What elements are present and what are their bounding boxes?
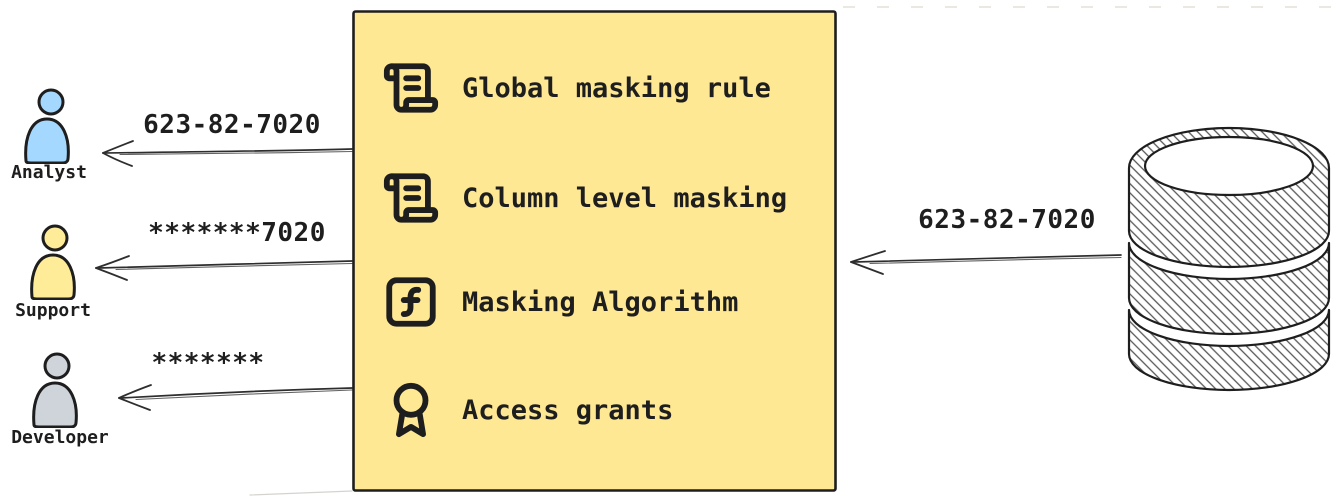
person-icon [30,224,76,300]
scroll-text-icon [383,173,439,223]
actor-label-analyst: Analyst [11,162,87,183]
masked-value-analyst: 623-82-7020 [143,110,321,140]
masking-box-item: Column level masking [382,166,787,230]
award-icon [393,382,429,438]
arrow-box-to-analyst [102,140,353,167]
function-square-icon [386,277,436,327]
scroll-text-icon [383,63,439,113]
sketch-overshoot [249,490,353,496]
masked-value-developer: ******* [151,348,265,378]
masking-box: Global masking rule Column level masking… [352,10,837,492]
masking-box-item: Masking Algorithm [382,270,738,334]
masking-box-background [352,10,837,492]
masking-box-item-label: Global masking rule [462,72,771,104]
database-outgoing-value: 623-82-7020 [918,205,1096,235]
arrow-box-to-developer [118,384,353,411]
actor-label-support: Support [15,300,91,321]
masking-box-item-label: Access grants [462,394,674,426]
person-icon [24,88,70,164]
masked-value-support: *******7020 [148,218,326,248]
arrow-box-to-support [95,255,353,281]
database-icon [1127,126,1331,392]
arrow-database-to-box [850,250,1122,275]
faint-frame-line [843,6,1340,8]
masking-box-item-label: Masking Algorithm [462,286,739,318]
masking-box-item: Global masking rule [382,56,771,120]
masking-box-item-label: Column level masking [462,182,788,214]
masking-box-item: Access grants [382,378,673,442]
person-icon [32,352,78,428]
actor-label-developer: Developer [11,427,109,448]
